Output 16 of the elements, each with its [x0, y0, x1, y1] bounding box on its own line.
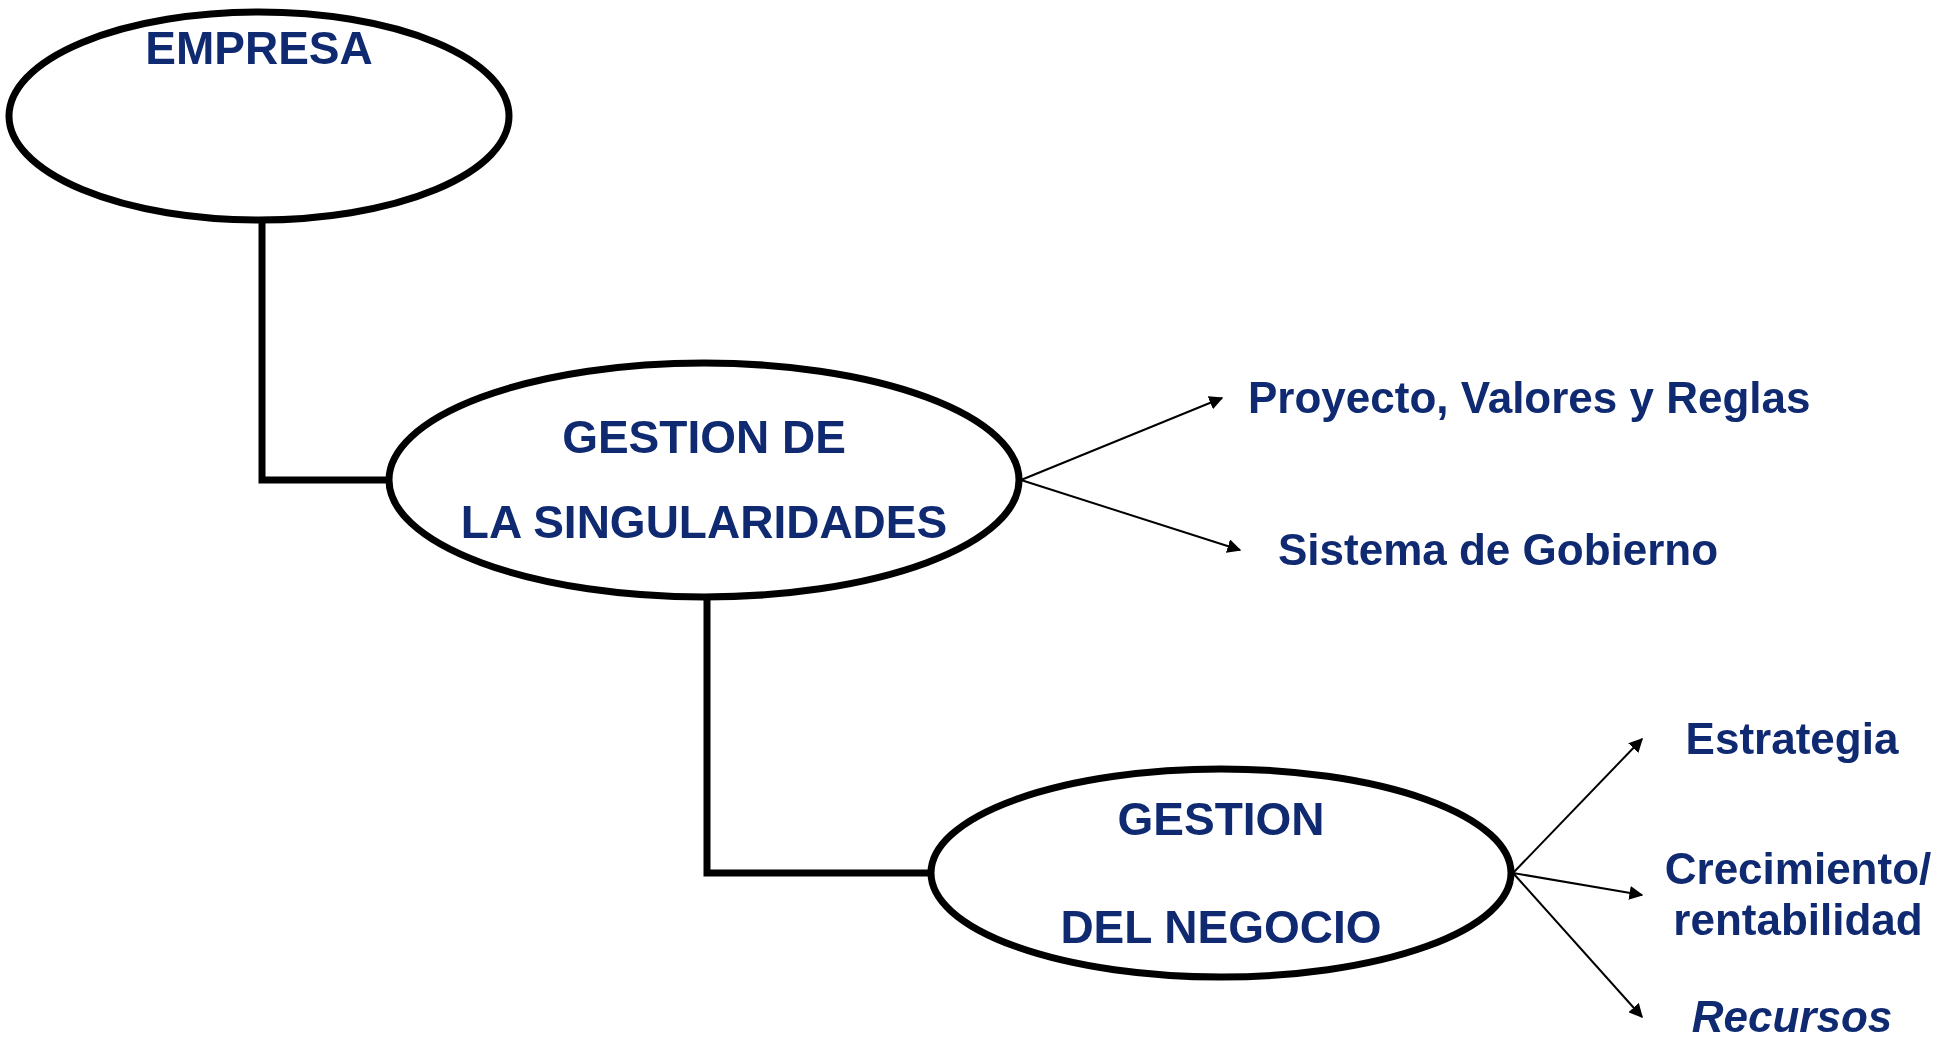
node-label: DEL NEGOCIO	[1060, 900, 1382, 954]
node-label: Crecimiento/ rentabilidad	[1663, 844, 1933, 946]
node-label: Recursos	[1691, 991, 1893, 1043]
node-label: LA SINGULARIDADES	[460, 496, 948, 549]
node-label: Sistema de Gobierno	[1278, 524, 1719, 576]
node-label: Proyecto, Valores y Reglas	[1248, 372, 1811, 424]
node-label: Estrategia	[1685, 713, 1899, 765]
node-label: GESTION DE	[562, 411, 846, 464]
connector-line	[258, 222, 387, 484]
arrow	[1512, 738, 1643, 874]
arrow	[1512, 872, 1643, 1019]
node-label: GESTION	[1117, 792, 1325, 846]
arrow	[1020, 479, 1242, 553]
arrow	[1512, 872, 1644, 900]
connector-line	[703, 599, 929, 877]
node-label: EMPRESA	[145, 21, 373, 75]
